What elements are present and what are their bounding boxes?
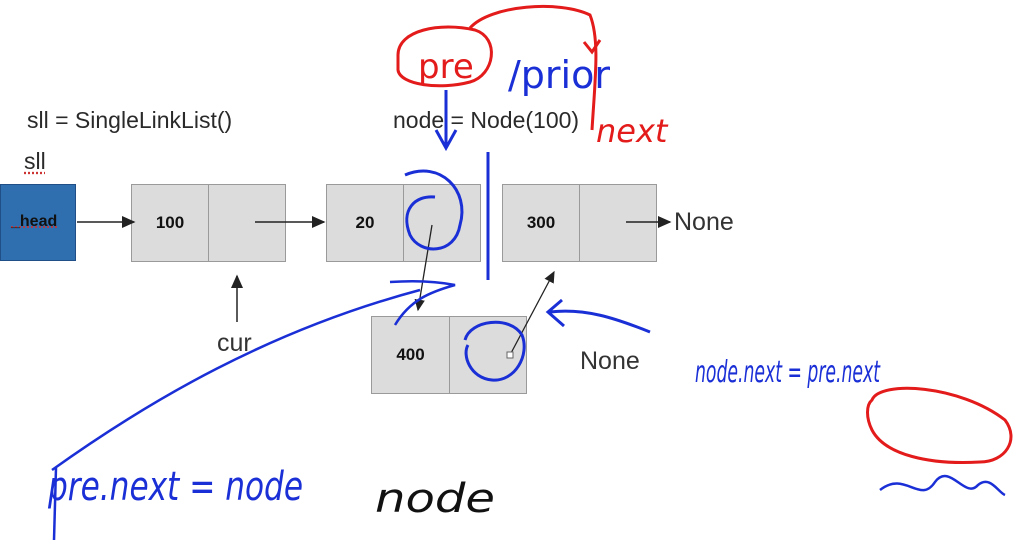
node-300: 300 <box>502 184 657 262</box>
blue-down-arrow <box>434 90 458 152</box>
none-label-right: None <box>674 208 734 236</box>
blue-bracket <box>389 279 456 326</box>
pre-circle <box>396 25 493 88</box>
none-label-below: None <box>580 347 640 375</box>
pointer-dot <box>506 351 514 359</box>
blue-arrow-to-400 <box>545 298 651 334</box>
code-line-sll-init: sll = SingleLinkList() <box>27 107 233 133</box>
pre-next-circle <box>866 386 1013 464</box>
node-value: 300 <box>503 185 580 261</box>
handwriting-pre: pre <box>418 47 474 87</box>
red-arrowhead <box>582 39 602 55</box>
cur-label: cur <box>217 329 252 357</box>
link-arrow-400-300 <box>509 270 555 356</box>
node-value: 400 <box>372 317 450 393</box>
blue-circle-400-next <box>463 320 526 382</box>
blue-vertical-stroke <box>52 467 58 541</box>
handwriting-next-red: next <box>596 112 669 150</box>
handwriting-node-next: node.next = pre.next <box>695 355 881 390</box>
node-100: 100 <box>131 184 286 262</box>
blue-squiggle <box>879 474 1006 497</box>
handwriting-pre-next: pre.next = node <box>47 464 303 510</box>
node-value: 20 <box>327 185 404 261</box>
blue-circle-next-cell <box>404 169 464 251</box>
head-box: _head <box>0 184 76 261</box>
link-arrow-20-400 <box>414 224 433 312</box>
red-curve-arrow <box>468 5 598 131</box>
handwriting-node: node <box>375 476 495 522</box>
code-var-sll: sll <box>24 148 46 174</box>
node-20: 20 <box>326 184 481 262</box>
node-value: 100 <box>132 185 209 261</box>
code-line-node-init: node = Node(100) <box>393 107 580 133</box>
handwriting-prior: /prior <box>508 53 610 97</box>
head-label: _head <box>11 213 58 230</box>
node-400: 400 <box>371 316 527 394</box>
blue-line-to-400 <box>51 288 421 472</box>
